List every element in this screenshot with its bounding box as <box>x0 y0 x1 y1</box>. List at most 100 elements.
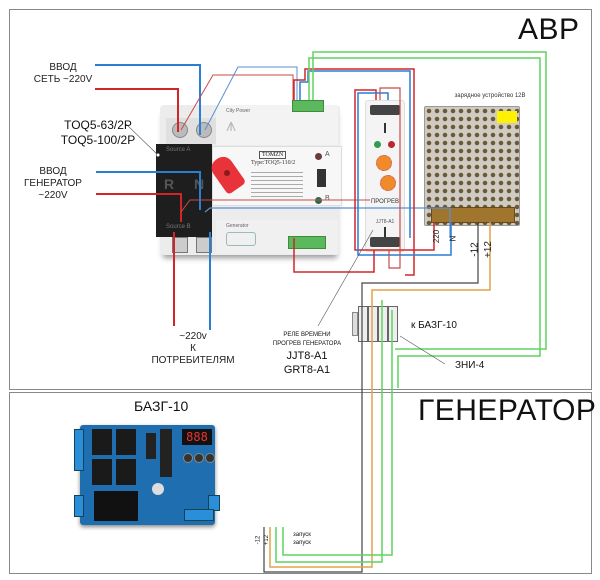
bazg-board: 888 <box>74 425 220 525</box>
relay-mark-top <box>384 123 386 133</box>
pointer-relay <box>317 229 374 327</box>
ats-model-line2: TOQ5-100/2P <box>60 133 136 147</box>
relay-dial-2[interactable] <box>380 175 396 191</box>
wire-ats-bottom-to-relay <box>293 238 375 273</box>
ats-indicator-b-label: B <box>325 195 330 202</box>
wire-relay-to-charger-blue <box>357 92 452 256</box>
ats-type: Type:TOQ5-110/2 <box>251 160 296 166</box>
bazg-button-2[interactable] <box>194 453 204 463</box>
pointer-zni4 <box>399 335 446 365</box>
terminal-cell-4 <box>388 306 398 342</box>
bazg-title: БАЗГ-10 <box>134 398 189 414</box>
pointer-ats-dot <box>155 152 161 158</box>
avr-title: АВР <box>518 13 580 46</box>
wire-thin-blue-bottom <box>204 207 451 238</box>
bazg-relay-2 <box>116 429 136 455</box>
bazg-button-1[interactable] <box>183 453 193 463</box>
gen-input-line2: ГЕНЕРАТОР ~220V <box>24 178 82 201</box>
terminal-cell-1 <box>358 306 368 342</box>
ats-terminal-r-top <box>172 122 188 138</box>
pointer-ats-model <box>125 123 159 156</box>
consumers-label: ~220v К ПОТРЕБИТЕЛЯМ <box>148 331 238 367</box>
ats-terminal-n-bottom <box>196 237 212 253</box>
bazg-capacitor <box>152 483 164 495</box>
wire-ats-to-relay-red <box>293 68 415 276</box>
terminal-cell-3 <box>378 306 388 342</box>
ats-indicator-a <box>315 153 322 160</box>
ats-generator-label: Generator <box>226 223 249 229</box>
wire-thin-red-bottom <box>180 199 370 213</box>
relay-top-terminals <box>370 105 400 115</box>
gen-input-label: ВВОД ГЕНЕРАТОР ~220V <box>10 166 96 202</box>
bazg-terminal-minus12: -12 <box>255 535 262 545</box>
time-relay-device: ПРОГРЕВ JJT8-A1 <box>365 100 405 252</box>
charger-terminal-plus12: +12 <box>482 241 494 258</box>
wire-start-2 <box>282 310 393 556</box>
terminal-cell-2 <box>368 306 378 342</box>
ats-indicator-a-label: A <box>325 151 330 158</box>
ats-source-a-label: Source A <box>166 147 191 153</box>
ats-terminal-r-bottom <box>172 237 188 253</box>
ats-source-b-label: Source B <box>166 224 191 230</box>
ats-faceplate: TOMZN Type:TOQ5-110/2 A B <box>212 146 342 206</box>
relay-bottom-terminals <box>370 237 400 247</box>
mains-input-line2: СЕТЬ ~220V <box>33 74 93 85</box>
relay-mark-bottom <box>384 227 386 237</box>
terminal-block-end-left <box>352 312 358 336</box>
ats-brand: TOMZN <box>259 151 287 159</box>
relay-model: JJT8-A1 <box>375 219 395 225</box>
relay-green-led <box>374 141 381 148</box>
wire-green-1 <box>308 57 541 388</box>
ats-city-power-label: City Power <box>226 108 251 114</box>
start-label-1: запуск <box>293 532 311 538</box>
charger-terminal-minus12: -12 <box>469 242 481 257</box>
bazg-terminal-plus12: +12 <box>264 534 271 546</box>
charger-terminal-strip <box>431 207 515 223</box>
wire-gen-neutral <box>96 171 201 210</box>
consumers-line1: ~220v <box>179 331 207 342</box>
bazg-relay-4 <box>116 459 136 485</box>
ats-spec-lines <box>251 169 303 199</box>
bazg-display: 888 <box>182 429 212 445</box>
wire-thin-red-top <box>180 74 294 131</box>
mains-input-line1: ВВОД <box>49 62 77 73</box>
zni4-label: ЗНИ-4 <box>455 360 485 371</box>
ats-pole-r: R <box>164 176 175 192</box>
bazg-relay-1 <box>92 429 112 455</box>
bazg-power-terminal <box>184 509 214 521</box>
charger-label: зарядное устройство 12В <box>454 93 526 99</box>
wire-start-1 <box>275 300 383 563</box>
start-label-2: запуск <box>293 540 311 546</box>
wire-dc-minus <box>263 222 479 573</box>
bazg-terminal-right <box>208 495 220 511</box>
charger-yellow-sticker <box>497 111 517 123</box>
wire-relay-to-charger-red <box>354 89 435 251</box>
wire-relay-phase-feed <box>379 87 401 269</box>
charger-terminal-n: N <box>448 235 458 242</box>
ats-device: Source A R N Source B City Power ⩚ TOMZN… <box>150 100 342 260</box>
gen-input-line1: ВВОД <box>39 166 67 177</box>
bazg-terminal-left-2 <box>74 495 84 517</box>
generator-logo-icon <box>226 232 256 246</box>
relay-caption-line2: ПРОГРЕВ ГЕНЕРАТОРА <box>272 341 342 347</box>
wire-ats-to-relay-blue <box>299 70 411 238</box>
wire-gen-phase <box>96 193 182 222</box>
terminal-to-bazg-label: к БАЗГ-10 <box>411 320 457 331</box>
consumers-line2: К ПОТРЕБИТЕЛЯМ <box>151 343 235 366</box>
bazg-terminal-left-1 <box>74 429 84 471</box>
wire-green-2 <box>312 51 547 350</box>
relay-red-led <box>388 141 395 148</box>
ats-model-label: TOQ5-63/2P TOQ5-100/2P <box>58 118 138 148</box>
relay-caption-line3: JJT8-A1 <box>286 350 328 362</box>
ats-mode-switch <box>317 169 326 187</box>
relay-name: ПРОГРЕВ <box>370 199 400 205</box>
wire-thin-blue-top <box>204 66 298 131</box>
relay-caption: РЕЛЕ ВРЕМЕНИ ПРОГРЕВ ГЕНЕРАТОРА JJT8-A1 … <box>262 331 352 377</box>
wire-mains-phase <box>95 88 179 132</box>
relay-dial-1[interactable] <box>376 155 392 171</box>
bazg-big-relay <box>94 491 138 521</box>
relay-caption-line1: РЕЛЕ ВРЕМЕНИ <box>283 332 331 338</box>
bazg-relay-3 <box>92 459 112 485</box>
bazg-button-3[interactable] <box>205 453 215 463</box>
